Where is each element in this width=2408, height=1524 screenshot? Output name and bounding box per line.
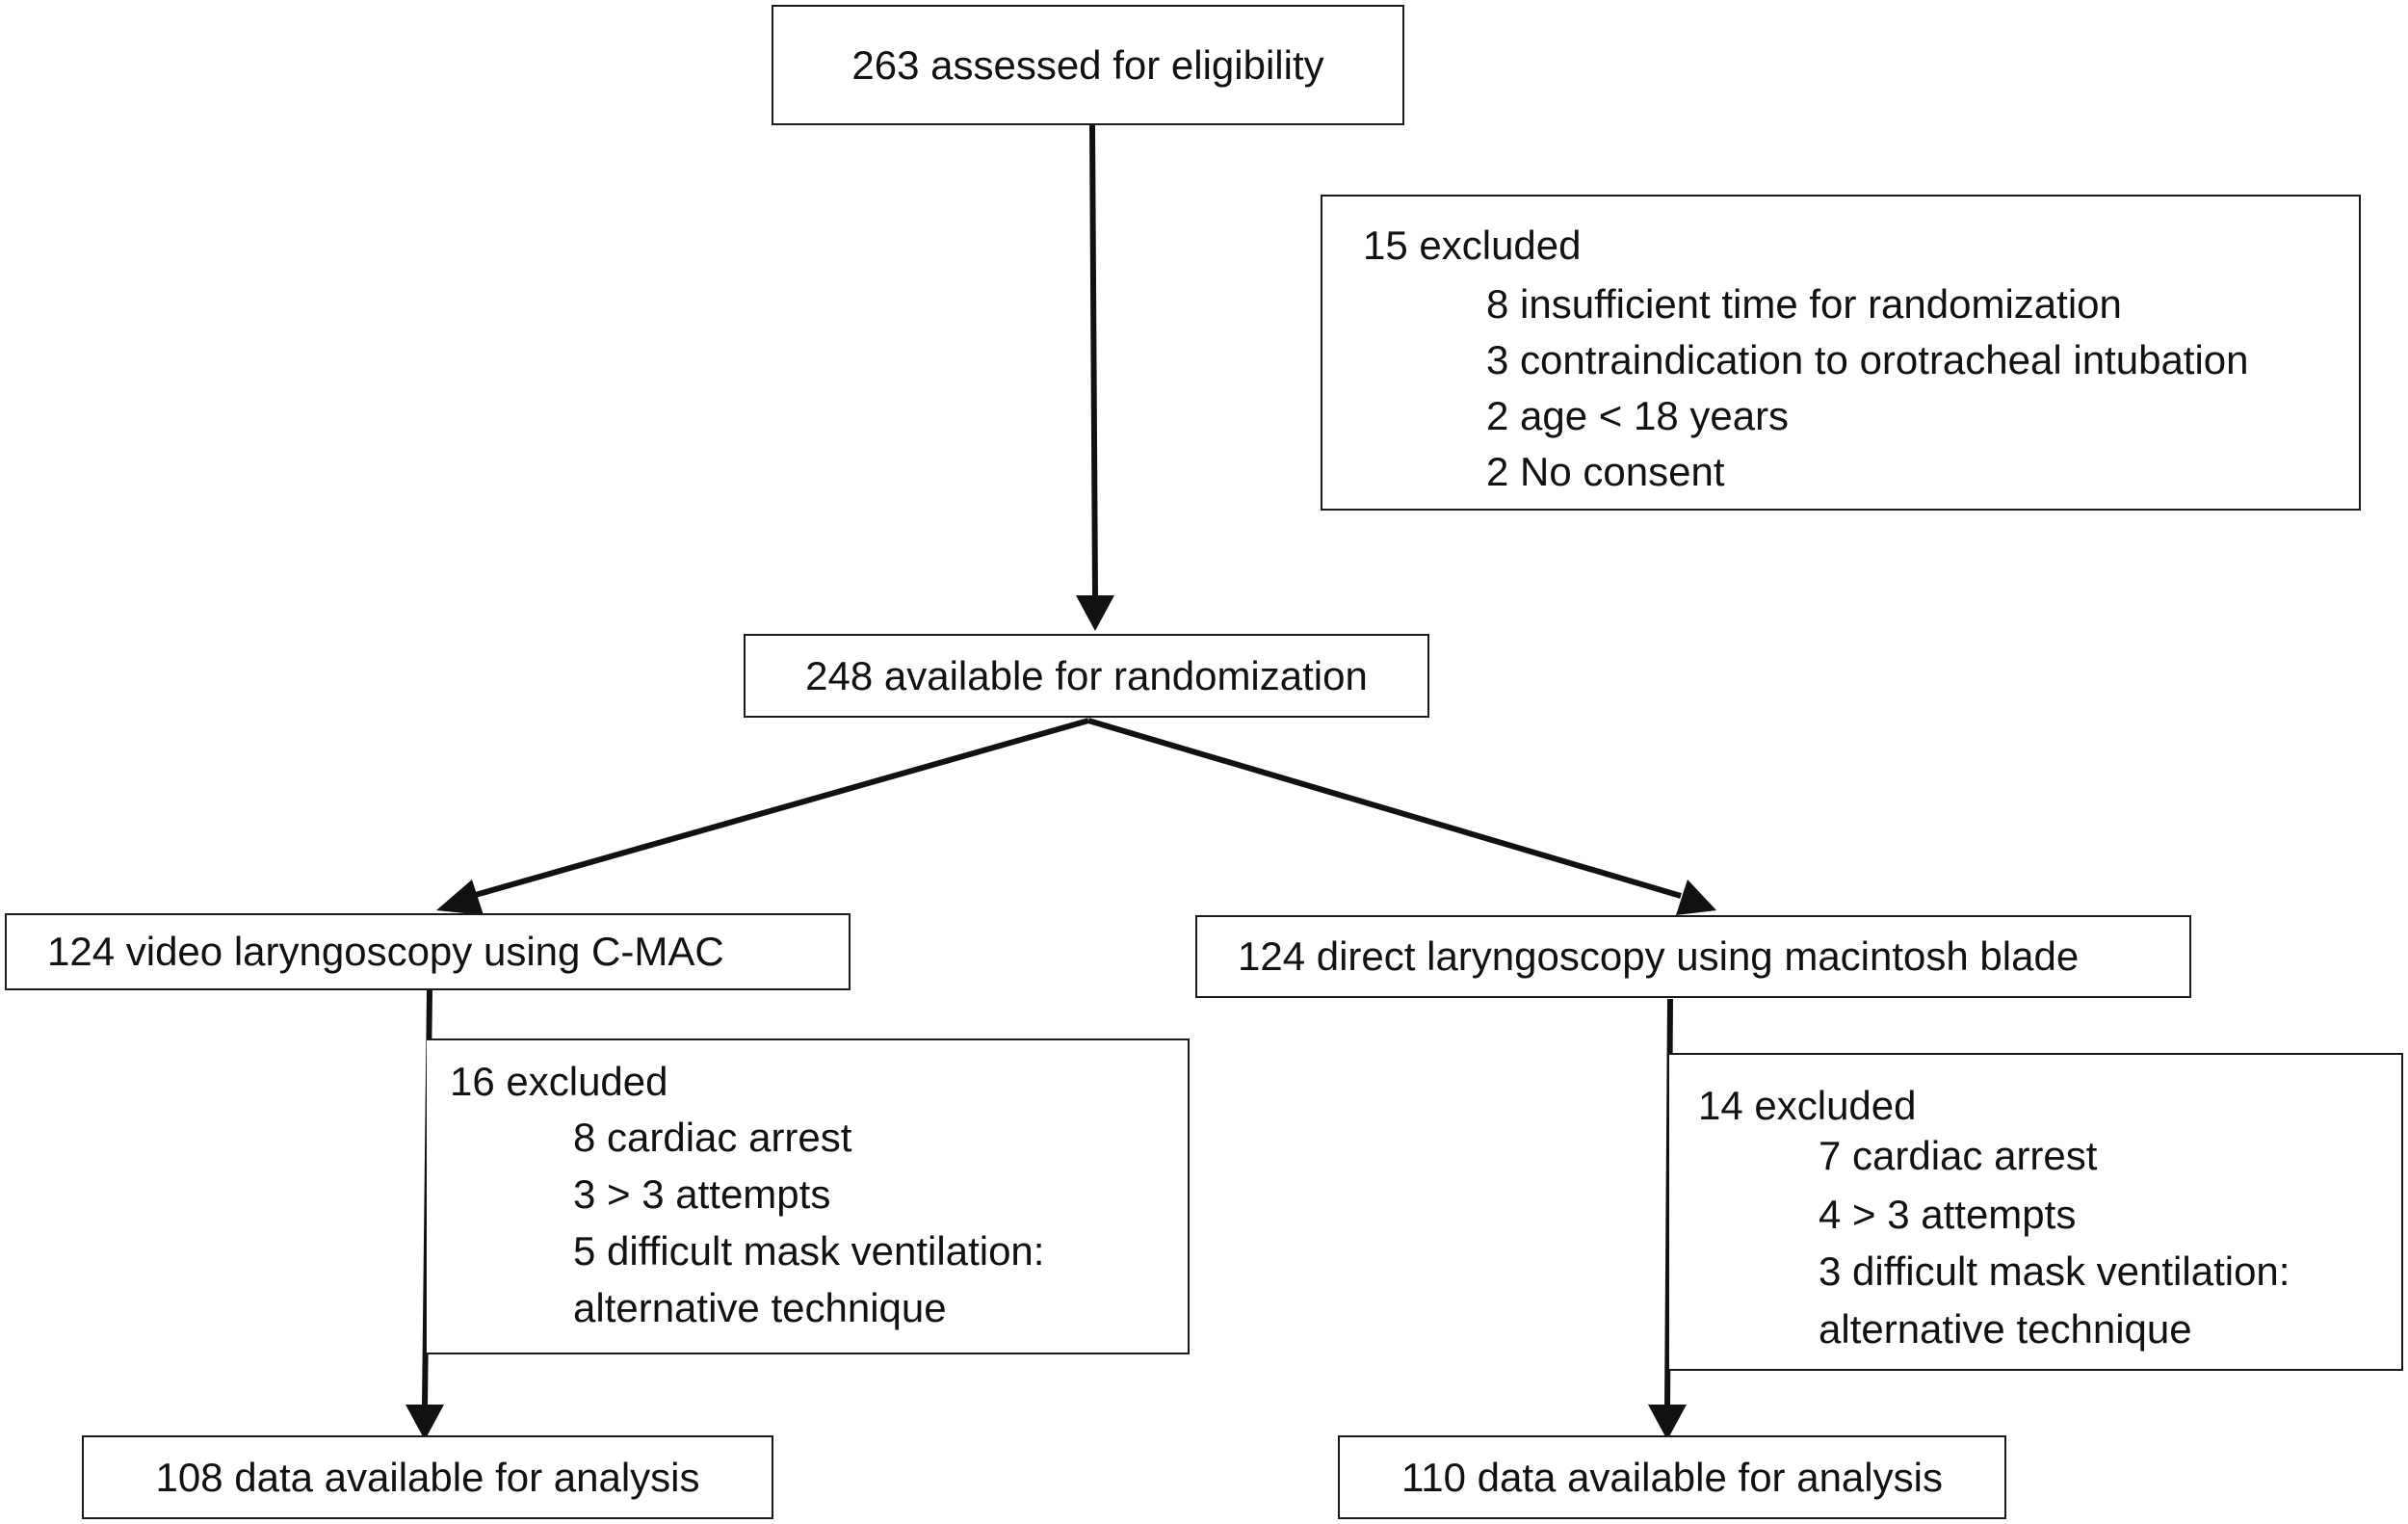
assessed-label: 263 assessed for eligibility — [851, 41, 1324, 88]
arrowhead-video-analysis — [406, 1405, 444, 1440]
direct-analysis-label: 110 data available for analysis — [1401, 1454, 1943, 1500]
arrowhead-direct-analysis — [1648, 1405, 1687, 1440]
arrow-to-video-arm — [471, 718, 1089, 899]
arrowhead-direct-arm — [1676, 880, 1716, 915]
video-excluded-title: 16 excluded — [450, 1059, 668, 1104]
randomization-label: 248 available for randomization — [805, 652, 1368, 698]
direct-excluded-reason: 4 > 3 attempts — [1819, 1192, 2077, 1237]
direct-excluded-reason: alternative technique — [1819, 1306, 2192, 1352]
screening-excluded-box: 15 excluded 8 insufficient time for rand… — [1321, 195, 2361, 511]
video-analysis-box: 108 data available for analysis — [82, 1435, 773, 1519]
direct-analysis-box: 110 data available for analysis — [1338, 1435, 2006, 1519]
screening-excluded-reason: 2 age < 18 years — [1486, 393, 1790, 438]
arrow-assessed-to-randomization — [1089, 124, 1098, 598]
video-excluded-reason: 3 > 3 attempts — [573, 1171, 831, 1217]
video-arm-excluded-box: 16 excluded 8 cardiac arrest 3 > 3 attem… — [427, 1038, 1190, 1354]
direct-excluded-reason: 7 cardiac arrest — [1819, 1133, 2098, 1178]
arrowhead-randomization — [1076, 595, 1114, 631]
arrow-to-direct-arm — [1087, 718, 1682, 899]
screening-excluded-reason: 3 contraindication to orotracheal intuba… — [1486, 337, 2249, 382]
screening-excluded-reason: 2 No consent — [1486, 449, 1725, 494]
video-arm-label: 124 video laryngoscopy using C-MAC — [47, 929, 724, 974]
screening-excluded-title: 15 excluded — [1363, 223, 1582, 268]
direct-arm-box: 124 direct laryngoscopy using macintosh … — [1195, 915, 2191, 998]
video-arm-box: 124 video laryngoscopy using C-MAC — [5, 913, 851, 990]
randomization-box: 248 available for randomization — [744, 634, 1429, 718]
direct-arm-excluded-box: 14 excluded 7 cardiac arrest 4 > 3 attem… — [1669, 1053, 2403, 1371]
screening-excluded-reason: 8 insufficient time for randomization — [1486, 281, 2122, 327]
direct-excluded-reason: 3 difficult mask ventilation: — [1819, 1248, 2290, 1294]
direct-arm-label: 124 direct laryngoscopy using macintosh … — [1238, 933, 2080, 979]
direct-excluded-title: 14 excluded — [1698, 1083, 1917, 1128]
arrowhead-video-arm — [436, 880, 484, 915]
video-analysis-label: 108 data available for analysis — [155, 1454, 700, 1500]
video-excluded-reason: 8 cardiac arrest — [573, 1115, 852, 1160]
video-excluded-reason: 5 difficult mask ventilation: — [573, 1228, 1045, 1274]
video-excluded-reason: alternative technique — [573, 1285, 947, 1330]
assessed-box: 263 assessed for eligibility — [772, 5, 1404, 125]
